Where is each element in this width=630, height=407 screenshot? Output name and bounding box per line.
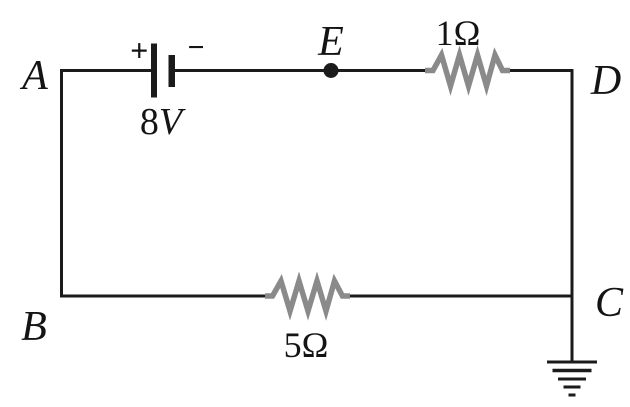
wire-top-right-and-right-side bbox=[510, 69, 574, 362]
node-label-c: C bbox=[595, 280, 624, 326]
resistor-5ohm-zigzag bbox=[265, 271, 350, 321]
battery: + − 8V bbox=[130, 31, 205, 143]
resistor-1ohm: 1Ω bbox=[425, 13, 510, 97]
wires bbox=[60, 69, 574, 362]
battery-voltage-unit: V bbox=[159, 101, 186, 143]
resistor-5ohm-label: 5Ω bbox=[284, 325, 329, 365]
wire-left-loop bbox=[60, 69, 265, 298]
battery-voltage-label: 8V bbox=[140, 101, 186, 143]
node-label-d: D bbox=[590, 58, 621, 104]
node-label-a: A bbox=[19, 53, 48, 99]
node-label-b: B bbox=[21, 304, 47, 350]
ground-icon bbox=[547, 360, 597, 397]
resistor-1ohm-zigzag bbox=[425, 45, 510, 97]
junction-dot-e bbox=[323, 63, 339, 78]
node-label-e: E bbox=[317, 19, 344, 65]
resistor-5ohm: 5Ω bbox=[265, 271, 350, 365]
resistor-1ohm-label: 1Ω bbox=[436, 13, 481, 53]
battery-positive-plate bbox=[151, 43, 157, 98]
battery-minus-sign: − bbox=[187, 31, 204, 64]
battery-plus-sign: + bbox=[130, 32, 148, 68]
battery-voltage-value: 8 bbox=[140, 101, 159, 143]
battery-negative-plate bbox=[168, 55, 175, 87]
